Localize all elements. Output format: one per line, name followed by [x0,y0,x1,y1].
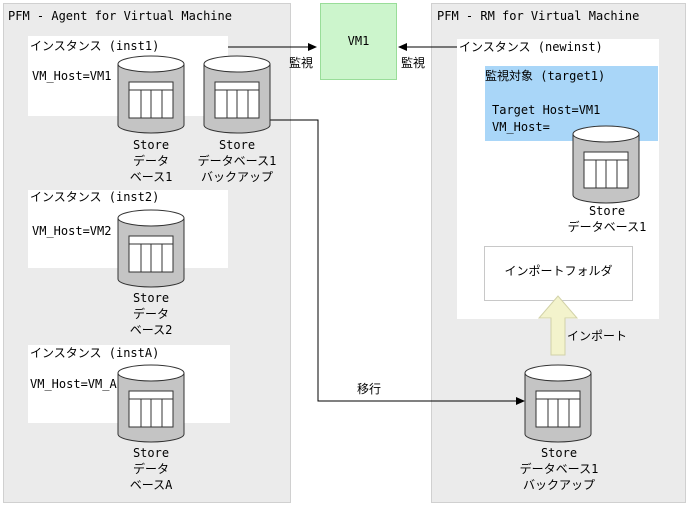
store-db1-label: Store データ ベース1 [101,137,201,185]
backup-store-line3: バックアップ [522,478,595,492]
target-store-line2: データベース1 [567,220,647,234]
import-folder-box [484,246,633,301]
instance-inst1-label: インスタンス (inst1) [30,39,160,53]
target-vmhost-label: VM_Host= [492,120,550,134]
store-db2-line2: データ [132,307,169,321]
database-icon [203,55,271,134]
store-db1-line1: Store [132,138,170,152]
instance-instA-label: インスタンス (instA) [30,346,160,360]
database-icon [572,125,640,204]
backup-store-label: Store データベース1 バックアップ [503,445,615,493]
instance-inst2-label: インスタンス (inst2) [30,190,160,204]
migrate-arrow [268,119,525,405]
backup-store-line1: Store [540,446,578,460]
store-db2-label: Store データ ベース2 [101,290,201,338]
target-host-label: Target Host=VM1 [492,103,601,117]
backup-store-line2: データベース1 [519,462,599,476]
database-icon [117,364,185,443]
import-arrow [537,295,579,356]
target-title: 監視対象 (target1) [485,69,606,83]
import-folder-label: インポートフォルダ [504,264,613,278]
store-db1-backup-line2: データベース1 [197,154,277,168]
instance-inst2-host: VM_Host=VM2 [32,224,112,238]
target-store-label: Store データベース1 [551,203,663,235]
store-db1-line3: ベース1 [129,170,173,184]
instance-inst1-host: VM_Host=VM1 [32,69,112,83]
agent-panel-title: PFM - Agent for Virtual Machine [8,9,232,23]
migrate-label: 移行 [357,382,382,396]
store-db1-backup-line3: バックアップ [200,170,273,184]
database-icon [117,209,185,288]
vm1-box [320,3,397,80]
store-db2-line1: Store [132,291,170,305]
import-label: インポート [567,329,628,343]
store-db1-backup-label: Store データベース1 バックアップ [182,137,292,185]
instance-instA-host: VM_Host=VM_A [30,377,117,391]
store-db1-line2: データ [132,154,169,168]
rm-panel-title: PFM - RM for Virtual Machine [437,9,640,23]
target-store-line1: Store [588,204,626,218]
store-db1-backup-line1: Store [218,138,256,152]
store-dbA-line2: データ [132,462,169,476]
monitor-right-label: 監視 [401,56,426,70]
monitor-left-label: 監視 [289,56,314,70]
store-dbA-label: Store データ ベースA [101,445,201,493]
store-dbA-line1: Store [132,446,170,460]
store-dbA-line3: ベースA [129,478,173,492]
database-icon [117,55,185,134]
instance-newinst-label: インスタンス (newinst) [459,40,603,54]
vm1-label: VM1 [347,34,370,48]
database-icon [524,364,592,443]
store-db2-line3: ベース2 [129,323,173,337]
